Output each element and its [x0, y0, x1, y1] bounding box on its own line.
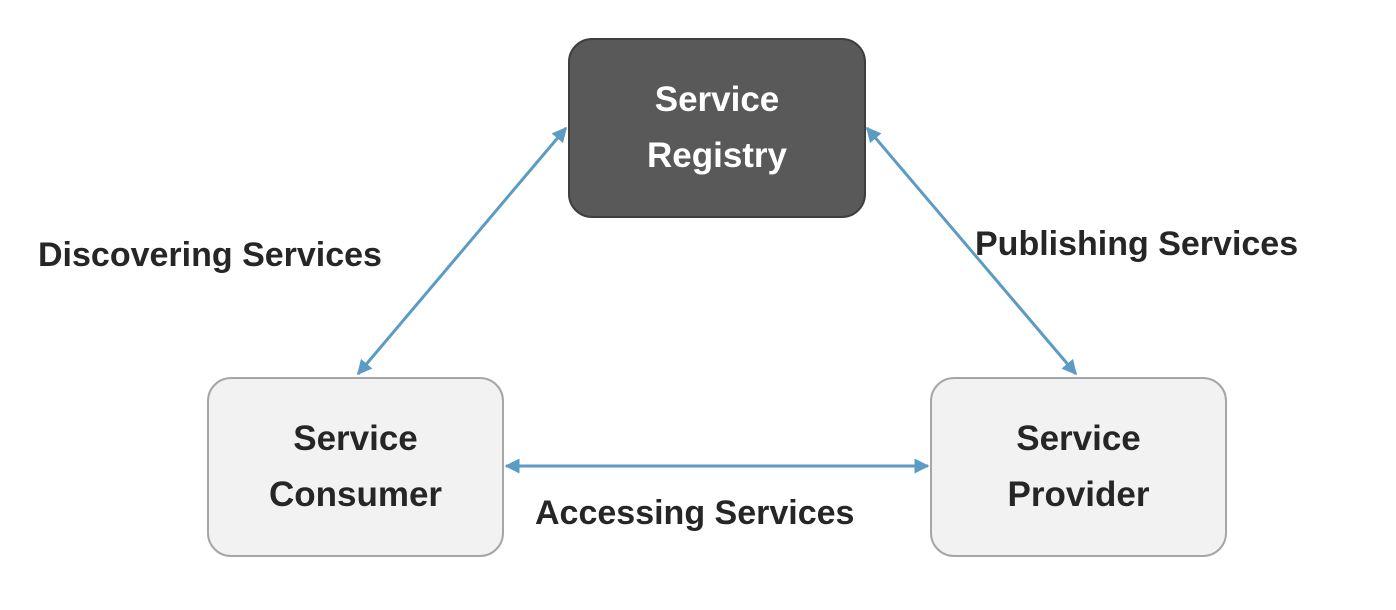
service-registry-node: Service Registry: [568, 38, 866, 218]
service-consumer-node: Service Consumer: [207, 377, 504, 557]
publishing-services-label: Publishing Services: [975, 225, 1299, 263]
service-provider-node: Service Provider: [930, 377, 1227, 557]
provider-line2: Provider: [1007, 475, 1150, 514]
accessing-services-label: Accessing Services: [535, 494, 855, 532]
consumer-line1: Service: [293, 419, 418, 458]
discovering-services-label: Discovering Services: [38, 236, 382, 274]
discover-arrow: [356, 126, 568, 376]
publish-arrow: [865, 126, 1078, 376]
consumer-line2: Consumer: [268, 475, 443, 514]
registry-line2: Registry: [646, 136, 788, 175]
provider-line1: Service: [1016, 419, 1141, 458]
registry-line1: Service: [654, 80, 780, 119]
